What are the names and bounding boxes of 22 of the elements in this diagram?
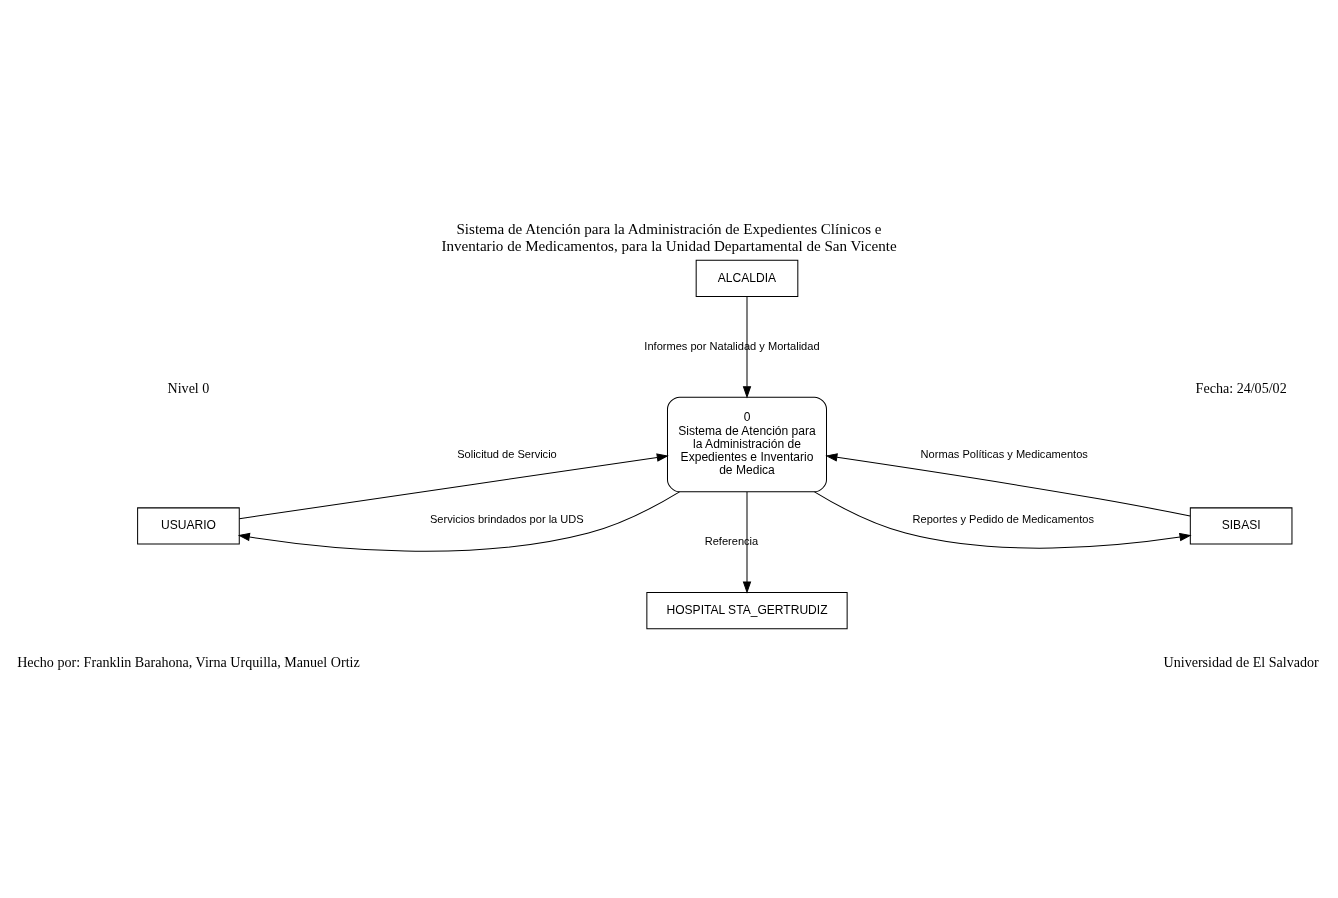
arrow (237, 490, 680, 552)
node-box: USUARIO (137, 506, 240, 545)
arrow (742, 490, 752, 594)
edge-label: Solicitud de Servicio (457, 447, 557, 460)
node-box: 0 Sistema de Atención para la Administración de Expedientes e Inventario de Medica (667, 396, 827, 492)
edge-label: Referencia (704, 534, 759, 547)
node-box: ALCALDIA (695, 259, 799, 297)
edge-label: Servicios brindados por la UDS (429, 512, 584, 525)
arrow (742, 295, 752, 398)
arrow (814, 490, 1192, 549)
label: Nivel 0 (167, 379, 210, 396)
label: Fecha: 24/05/02 (1195, 379, 1287, 396)
diagram-title: Sistema de Atención para la Administración de Expedientes Clínicos e Inventario de Medicamentos, para la Unidad Departamental de San Vicente (441, 220, 897, 254)
edge-label: Normas Políticas y Medicamentos (920, 447, 1088, 460)
node-box: SIBASI (1189, 506, 1293, 545)
edge-label: Informes por Natalidad y Mortalidad (644, 339, 820, 352)
arrow (825, 452, 1191, 516)
node-box: HOSPITAL STA_GERTRUDIZ (646, 591, 848, 629)
label: Universidad de El Salvador (1163, 653, 1319, 670)
label: Hecho por: Franklin Barahona, Virna Urquilla, Manuel Ortiz (17, 653, 360, 670)
arrow (238, 452, 669, 519)
edge-label: Reportes y Pedido de Medicamentos (912, 512, 1094, 525)
